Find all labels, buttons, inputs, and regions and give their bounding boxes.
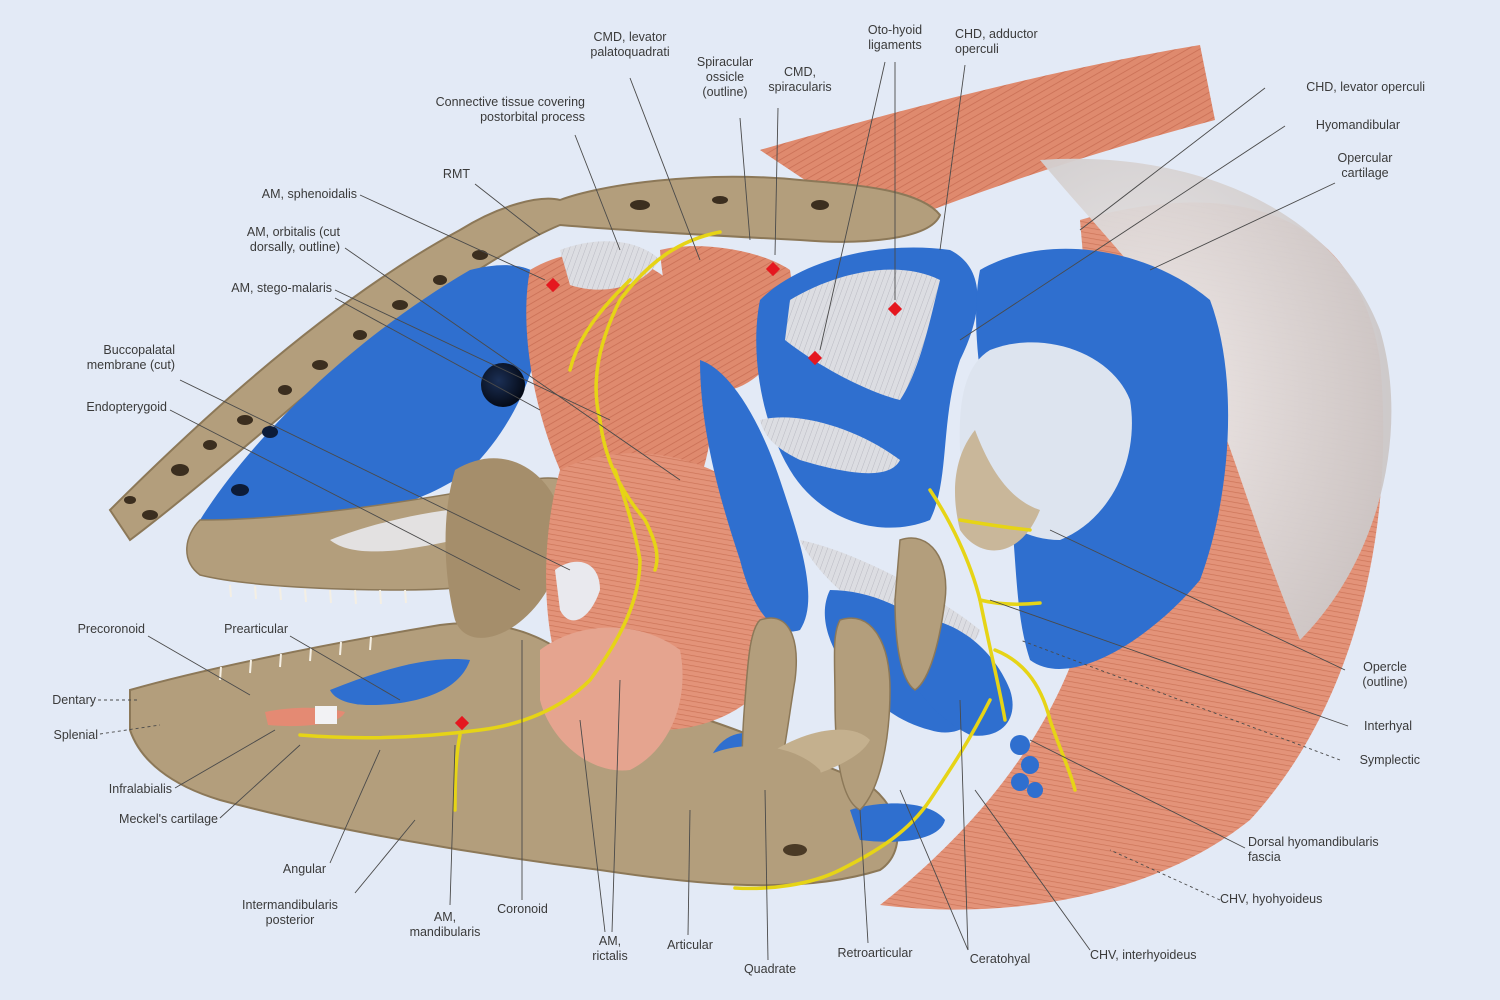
label-rmt: RMT xyxy=(442,167,470,181)
articular-bone xyxy=(700,746,824,841)
quadrate-cartilage xyxy=(700,360,809,632)
upper-teeth xyxy=(229,584,407,605)
lower-jaw-cartilage xyxy=(330,659,470,705)
label-opercle: Opercle (outline) xyxy=(1362,660,1408,689)
label-coronoid: Coronoid xyxy=(497,902,548,916)
nerves xyxy=(298,230,1077,891)
label-ceratohyal: Ceratohyal xyxy=(969,952,1031,966)
skull-pits xyxy=(124,196,829,520)
label-chv-hyohyoideus: CHV, hyohyoideus xyxy=(1220,892,1323,906)
dorsal-muscle-band xyxy=(760,45,1215,230)
label-articular: Articular xyxy=(667,938,713,952)
label-am-orbitalis: AM, orbitalis (cut dorsally, outline) xyxy=(246,225,340,254)
label-endopterygoid: Endopterygoid xyxy=(86,400,167,414)
am-rictalis xyxy=(540,627,683,771)
label-chd-levator-operculi: CHD, levator operculi xyxy=(1306,80,1425,94)
small-hyoid-pieces xyxy=(1010,735,1043,798)
ceratohyal-bone xyxy=(833,617,891,811)
mandible-foramen xyxy=(783,844,807,856)
label-spiracular-ossicle: Spiracular ossicle (outline) xyxy=(696,55,754,99)
opercle-inner-bone xyxy=(955,430,1040,551)
jaw-membrane xyxy=(555,561,600,621)
label-chv-interhyoideus: CHV, interhyoideus xyxy=(1090,948,1197,962)
label-splenial: Splenial xyxy=(53,728,98,742)
label-am-stego-malaris: AM, stego-malaris xyxy=(231,281,332,295)
label-dorsal-hyomandibularis-fascia: Dorsal hyomandibularis fascia xyxy=(1248,835,1379,864)
label-retroarticular: Retroarticular xyxy=(837,946,913,960)
ligament-band-1 xyxy=(760,417,900,474)
label-am-sphenoidalis: AM, sphenoidalis xyxy=(261,187,357,201)
label-prearticular: Prearticular xyxy=(224,622,288,636)
label-meckels-cartilage: Meckel's cartilage xyxy=(119,812,218,826)
label-symplectic: Symplectic xyxy=(1359,753,1420,767)
label-dentary: Dentary xyxy=(52,693,96,707)
attachment-markers xyxy=(454,261,903,731)
label-opercular-cartilage: Opercular cartilage xyxy=(1337,151,1393,180)
connective-membrane xyxy=(560,241,660,290)
cartilage-holes xyxy=(231,426,278,496)
label-cmd-levator-palatoquadrati: CMD, levator palatoquadrati xyxy=(590,30,670,59)
label-infralabialis: Infralabialis xyxy=(108,782,172,796)
label-buccopalatal-membrane: Buccopalatal membrane (cut) xyxy=(86,343,175,372)
label-hyomandibular: Hyomandibular xyxy=(1315,118,1400,132)
label-intermandibularis-posterior: Intermandibularis posterior xyxy=(242,898,338,927)
coronoid-plate xyxy=(445,458,564,638)
oto-hyoid-ligament xyxy=(785,269,940,400)
label-cmd-spiracularis: CMD, spiracularis xyxy=(768,65,832,94)
label-angular: Angular xyxy=(282,862,326,876)
label-precoronoid: Precoronoid xyxy=(77,622,145,636)
label-chd-adductor-operculi: CHD, adductor operculi xyxy=(955,27,1038,56)
label-connective-tissue: Connective tissue covering postorbital p… xyxy=(435,95,585,124)
label-interhyal: Interhyal xyxy=(1364,719,1412,733)
label-am-rictalis: AM, rictalis xyxy=(592,934,628,963)
label-am-mandibularis: AM, mandibularis xyxy=(409,910,481,939)
interhyal-bone xyxy=(894,537,947,691)
meckels-tip xyxy=(315,706,337,724)
label-quadrate: Quadrate xyxy=(743,962,797,976)
am-stego-malaris xyxy=(526,252,714,509)
label-oto-hyoid-ligaments: Oto-hyoid ligaments xyxy=(867,23,923,52)
leader-lines xyxy=(98,61,1349,961)
